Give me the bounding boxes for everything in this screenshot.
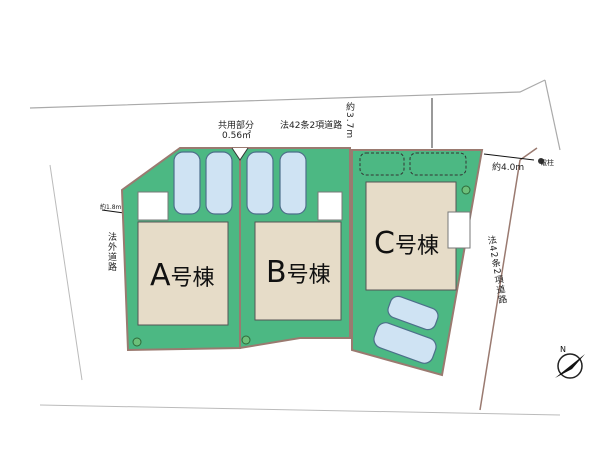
road-label-left: 法外道路	[106, 232, 116, 272]
house-c	[365, 181, 457, 291]
road-edge-left	[39, 164, 561, 416]
road-label-top: 法42条2項道路	[280, 121, 343, 131]
width-arrow-left	[101, 209, 125, 214]
building-label-b: B号棟	[266, 255, 331, 290]
stairs-a	[137, 191, 169, 221]
stairs-c	[447, 211, 471, 249]
car-icon	[279, 151, 307, 215]
shrub-icon	[461, 185, 471, 195]
car-icon	[387, 295, 439, 331]
stairs-b	[317, 191, 343, 221]
north-compass-icon: N	[555, 345, 585, 379]
width-arrow-right	[483, 153, 535, 161]
svg-text:N: N	[560, 345, 566, 354]
width-label-left: 約1.8m	[100, 204, 122, 211]
car-icon	[246, 151, 274, 215]
shrub-icon	[132, 337, 142, 347]
road-edge-top-right	[544, 79, 561, 151]
car-outline-icon	[359, 152, 405, 176]
road-edge-right	[479, 147, 538, 411]
road-edge-top	[29, 79, 546, 109]
pole-label: 電柱	[540, 159, 554, 167]
building-label-a: A号棟	[150, 258, 215, 293]
house-b	[254, 221, 342, 321]
shared-area-marker	[231, 147, 249, 161]
shared-area-value: 0.56㎡	[222, 131, 252, 141]
building-label-c: C号棟	[374, 226, 439, 261]
width-label-top: 約3.7m	[344, 102, 354, 140]
car-icon	[173, 151, 201, 215]
car-outline-icon	[409, 152, 467, 176]
width-label-right: 約4.0m	[492, 163, 525, 173]
house-a	[137, 221, 229, 326]
car-icon	[205, 151, 233, 215]
shrub-icon	[241, 335, 251, 345]
utility-pole-icon	[538, 158, 544, 164]
car-icon	[373, 322, 437, 364]
shared-area-label: 共用部分	[218, 121, 255, 131]
